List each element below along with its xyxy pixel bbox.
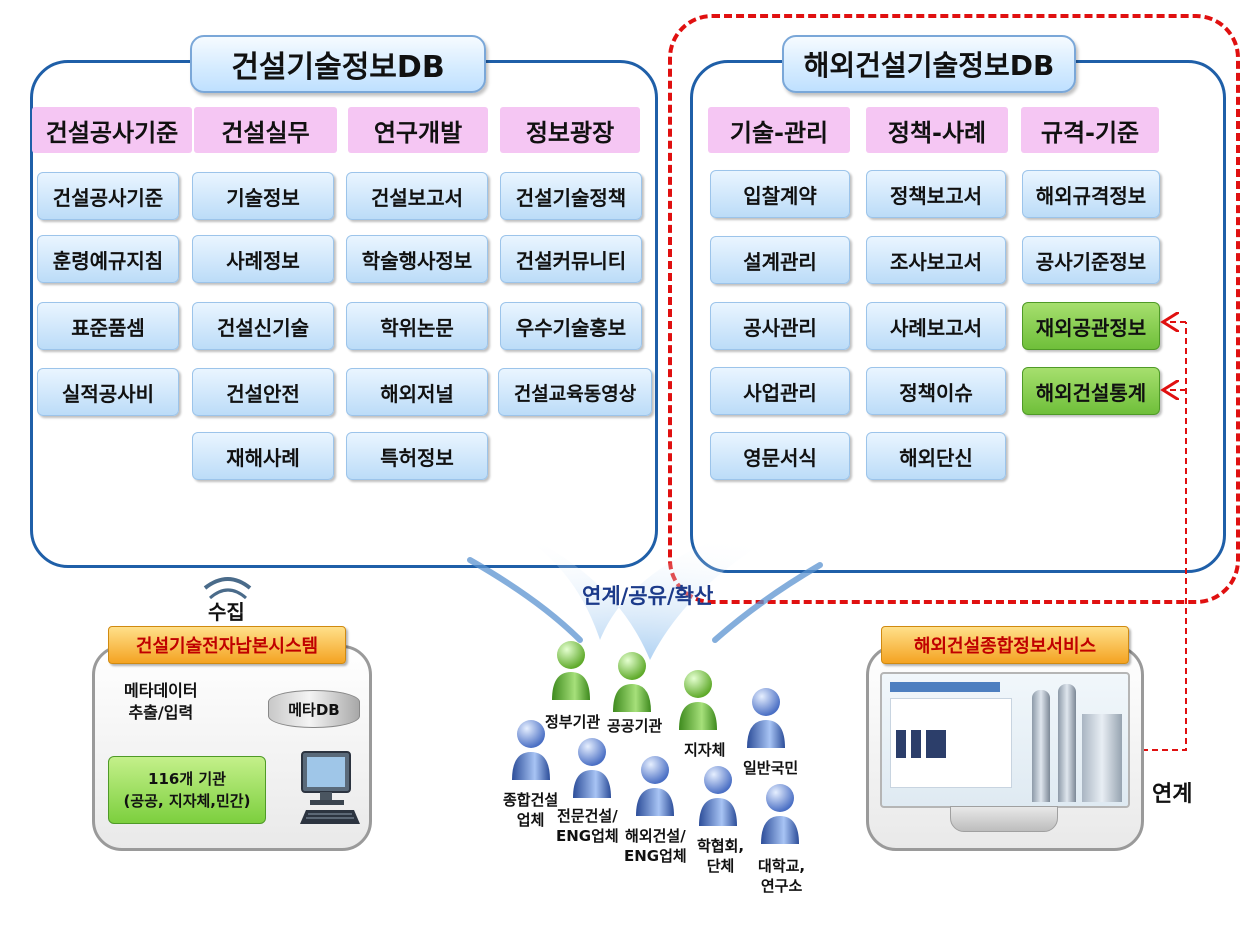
item-case-info[interactable]: 사례정보 [192, 235, 334, 283]
item-accident-cases[interactable]: 재해사례 [192, 432, 334, 480]
sharing-beam [420, 500, 850, 660]
metadb-cylinder-icon: 메타DB [268, 690, 360, 728]
user-icon-public-agency [613, 652, 651, 712]
user-label-general-public: 일반국민 [743, 759, 799, 777]
category-construction-standards: 건설공사기준 [32, 107, 192, 153]
user-label-overseas-contractor: 해외건설/ ENG업체 [624, 827, 687, 865]
sharing-arrow-left [467, 557, 583, 643]
category-policy-cases: 정책-사례 [866, 107, 1008, 153]
item-construction-management[interactable]: 공사관리 [710, 302, 850, 350]
item-tech-policy[interactable]: 건설기술정책 [500, 172, 642, 220]
website-chart-block [896, 730, 946, 758]
category-research: 연구개발 [348, 107, 488, 153]
user-icon-overseas-contractor [636, 756, 674, 816]
sharing-arrow-right [712, 562, 823, 643]
item-overseas-standards[interactable]: 해외규격정보 [1022, 170, 1160, 218]
agencies-box: 116개 기관 (공공, 지자체,민간) [108, 756, 266, 824]
computer-icon [300, 751, 360, 824]
user-icon-local-government [679, 670, 717, 730]
item-overseas-news[interactable]: 해외단신 [866, 432, 1006, 480]
user-label-specialty-contractor: 전문건설/ ENG업체 [556, 807, 619, 845]
user-icon-general-public [747, 688, 785, 748]
item-new-tech[interactable]: 건설신기술 [192, 302, 334, 350]
category-info-plaza: 정보광장 [500, 107, 640, 153]
item-policy-reports[interactable]: 정책보고서 [866, 170, 1006, 218]
collection-chevron-icon [203, 577, 252, 590]
item-academic-events[interactable]: 학술행사정보 [346, 235, 488, 283]
website-header-bar [890, 682, 1000, 692]
sharing-label: 연계/공유/확산 [582, 584, 714, 608]
item-community[interactable]: 건설커뮤니티 [500, 235, 642, 283]
item-bidding-contract[interactable]: 입찰계약 [710, 170, 850, 218]
domestic-db-title: 건설기술정보DB [190, 35, 486, 93]
item-design-management[interactable]: 설계관리 [710, 236, 850, 284]
link-label: 연계 [1152, 782, 1193, 807]
category-tech-management: 기술-관리 [708, 107, 850, 153]
user-icon-association [699, 766, 737, 826]
monitor-stand [950, 806, 1058, 832]
item-case-reports[interactable]: 사례보고서 [866, 302, 1006, 350]
user-icon-specialty-contractor [573, 738, 611, 798]
monitor-screenshot [880, 672, 1130, 808]
user-label-university: 대학교, 연구소 [758, 857, 806, 895]
user-icon-government [552, 641, 590, 700]
item-policy-issues[interactable]: 정책이슈 [866, 367, 1006, 415]
item-education-video[interactable]: 건설교육동영상 [498, 368, 652, 416]
overseas-dashed-boundary [668, 14, 1240, 604]
item-patents[interactable]: 특허정보 [346, 432, 488, 480]
user-label-public-agency: 공공기관 [607, 717, 663, 735]
link-dashed-line [1142, 322, 1187, 751]
item-construction-standard-info[interactable]: 공사기준정보 [1022, 236, 1160, 284]
user-icon-general-contractor [512, 720, 550, 780]
item-safety[interactable]: 건설안전 [192, 368, 334, 416]
user-label-general-contractor: 종합건설 업체 [503, 791, 559, 829]
user-label-government: 정부기관 [545, 713, 601, 731]
submission-system-title: 건설기술전자납본시스템 [108, 626, 346, 664]
metadb-label: 메타DB [288, 700, 340, 719]
user-icon-university [761, 784, 799, 844]
item-reports[interactable]: 건설보고서 [346, 172, 488, 220]
item-project-management[interactable]: 사업관리 [710, 367, 850, 415]
category-construction-practice: 건설실무 [194, 107, 337, 153]
item-theses[interactable]: 학위논문 [346, 302, 488, 350]
agencies-label: 116개 기관 (공공, 지자체,민간) [123, 770, 251, 810]
category-standards: 규격-기준 [1021, 107, 1159, 153]
tower-left-icon [1032, 690, 1050, 802]
item-construction-standards[interactable]: 건설공사기준 [37, 172, 179, 220]
user-label-association: 학협회, 단체 [697, 837, 745, 875]
item-foreign-journals[interactable]: 해외저널 [346, 368, 488, 416]
item-english-forms[interactable]: 영문서식 [710, 432, 850, 480]
item-embassy-info[interactable]: 재외공관정보 [1022, 302, 1160, 350]
item-actual-cost[interactable]: 실적공사비 [37, 368, 179, 416]
overseas-service-title: 해외건설종합정보서비스 [881, 626, 1129, 664]
item-directives-guidelines[interactable]: 훈령예규지침 [37, 235, 179, 283]
metadata-extract-label: 메타데이터 추출/입력 [124, 681, 198, 722]
skybridge-building-icon [1082, 714, 1122, 802]
item-technical-info[interactable]: 기술정보 [192, 172, 334, 220]
user-label-local-government: 지자체 [684, 741, 726, 759]
item-standard-estimates[interactable]: 표준품셈 [37, 302, 179, 350]
item-overseas-statistics[interactable]: 해외건설통계 [1022, 367, 1160, 415]
item-tech-promotion[interactable]: 우수기술홍보 [500, 302, 642, 350]
overseas-db-title: 해외건설기술정보DB [782, 35, 1076, 93]
item-survey-reports[interactable]: 조사보고서 [866, 236, 1006, 284]
tower-right-icon [1058, 684, 1076, 802]
collection-label: 수집 [208, 600, 245, 624]
